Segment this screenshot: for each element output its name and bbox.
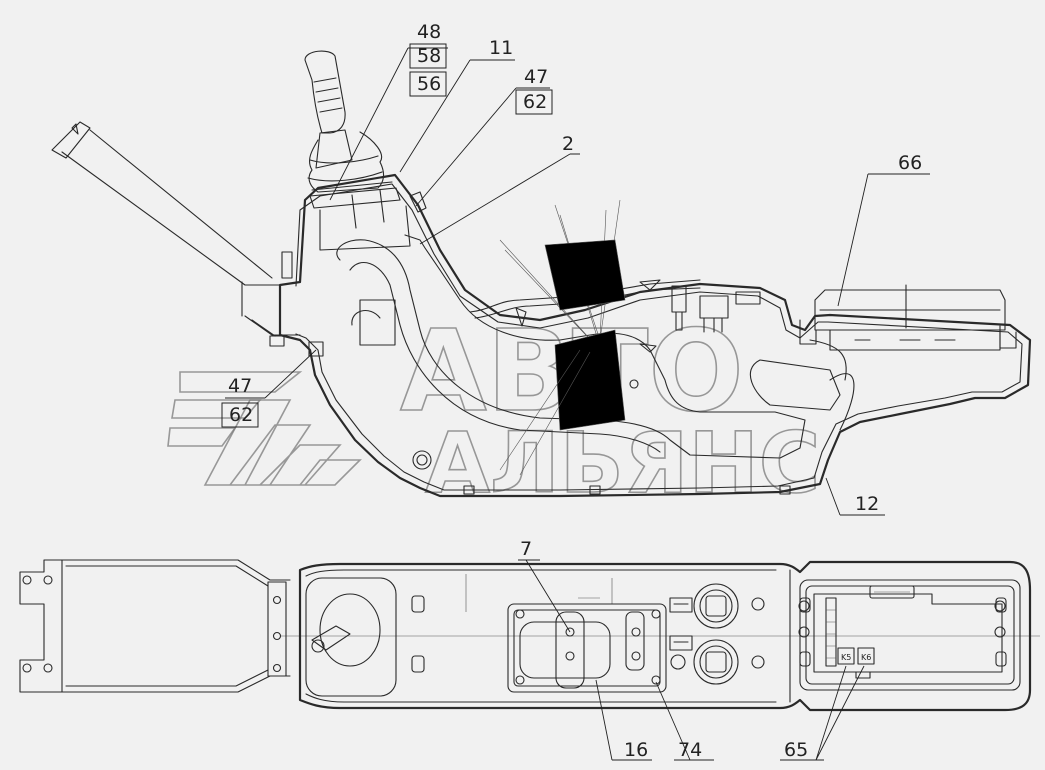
callout-58: 58 (417, 45, 441, 67)
callout-48: 48 (417, 21, 441, 43)
relay-k6-label: K6 (861, 653, 871, 662)
callout-7: 7 (520, 538, 532, 560)
callout-65: 65 (784, 739, 808, 761)
joystick-handle (304, 50, 346, 134)
callout-16: 16 (624, 739, 648, 761)
callout-74: 74 (678, 739, 702, 761)
pedal-arm (51, 121, 91, 159)
callout-47-side: 47 (228, 375, 252, 397)
callout-47-top: 47 (524, 66, 548, 88)
callout-58-frame (409, 43, 447, 69)
switch-panel-16 (507, 603, 667, 693)
top-leader-lines (518, 559, 865, 761)
relay-box (799, 579, 1021, 691)
callout-12: 12 (855, 493, 879, 515)
console-housing (278, 173, 1032, 498)
callout-66: 66 (898, 152, 922, 174)
callout-56: 56 (417, 73, 441, 95)
watermark-logo: АВТО АЛЬЯНС (167, 306, 821, 513)
side-leader-lines (225, 47, 930, 516)
round-switch-bottom (693, 639, 739, 685)
watermark-line2: АЛЬЯНС (425, 414, 820, 512)
callout-2: 2 (562, 133, 574, 155)
relay-k5-label: K5 (841, 653, 851, 662)
lever-swing-lines (499, 199, 626, 476)
equipment-box-66 (814, 289, 1006, 331)
mount-bracket (19, 559, 63, 693)
joystick-opening (305, 577, 397, 697)
callout-56-frame (409, 71, 447, 97)
top-view: K5 K6 7 16 74 65 (19, 538, 1040, 761)
joystick-base (319, 593, 381, 667)
callout-62-side: 62 (229, 404, 253, 426)
callout-11: 11 (489, 37, 513, 59)
joystick-boot (308, 131, 385, 193)
console-outline-top (298, 560, 1032, 712)
callout-62-top: 62 (523, 91, 547, 113)
round-switch-top (693, 583, 739, 629)
inner-tube (336, 234, 806, 459)
callout-62-side-frame (221, 402, 259, 428)
callout-62-top-frame (515, 89, 553, 115)
side-view: 48 58 56 11 47 62 2 66 47 62 12 (51, 21, 1032, 516)
